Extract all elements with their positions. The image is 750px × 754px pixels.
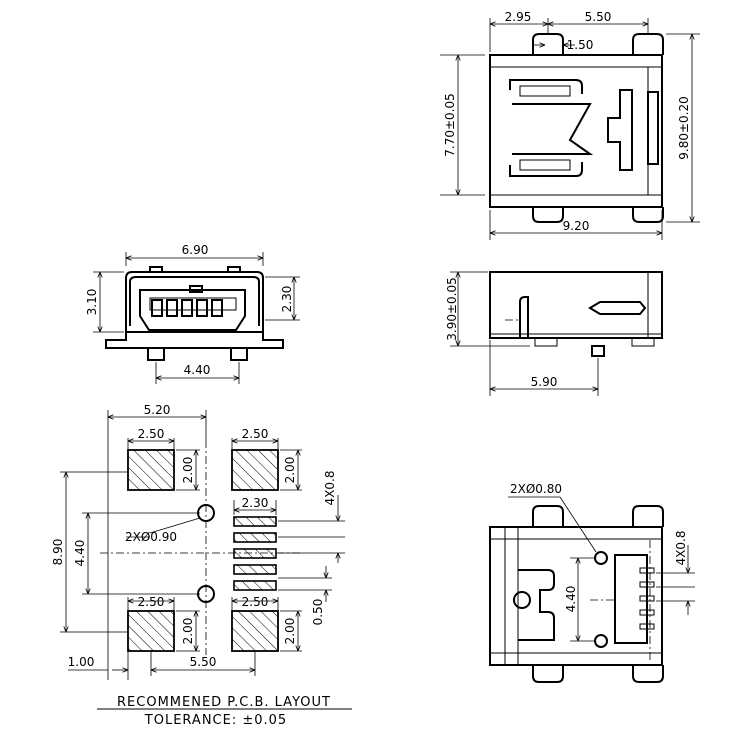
side-dim-3.90: 3.90±0.05 (445, 277, 459, 341)
pcb-tolerance: TOLERANCE: ±0.05 (144, 713, 287, 728)
front-view: 6.90 3.10 2.30 4.40 (85, 243, 300, 384)
front-view-dimensions (93, 252, 300, 384)
bottom-view: 2XØ0.80 4.40 4X0.8 (489, 482, 695, 683)
pcb-dim-2.30: 2.30 (242, 496, 269, 510)
pcb-dimensions (60, 410, 345, 680)
pcb-layout: 5.20 2.50 2.00 2.50 2.00 4X0.8 2.30 2XØ0… (51, 403, 352, 728)
bottom-view-dimensions (508, 496, 695, 642)
pcb-dim-2.50-tr: 2.50 (242, 427, 269, 441)
pcb-dim-8.90: 8.90 (51, 539, 65, 566)
top-dim-9.20: 9.20 (563, 219, 590, 233)
top-view-body (489, 33, 664, 223)
top-view-dimensions (440, 18, 700, 240)
front-view-body (105, 266, 284, 361)
pcb-dim-2.00-br: 2.00 (283, 618, 297, 645)
pcb-dim-2.50-tl: 2.50 (138, 427, 165, 441)
top-dim-7.70: 7.70±0.05 (443, 93, 457, 157)
pcb-dim-4.40: 4.40 (73, 540, 87, 567)
side-view: 3.90±0.05 5.90 (445, 271, 663, 396)
pcb-layout-title: RECOMMENED P.C.B. LAYOUT (117, 695, 331, 710)
top-dim-2.95: 2.95 (505, 10, 532, 24)
bottom-dim-4x0.8: 4X0.8 (674, 531, 688, 566)
side-view-body (489, 271, 663, 357)
pcb-dim-0.50: 0.50 (311, 599, 325, 626)
bottom-dim-4.40: 4.40 (564, 586, 578, 613)
front-dim-3.10: 3.10 (85, 289, 99, 316)
pcb-dim-2.00-tl: 2.00 (181, 457, 195, 484)
side-dim-5.90: 5.90 (531, 375, 558, 389)
pcb-dim-2.50-bl: 2.50 (138, 595, 165, 609)
pcb-dim-1.00: 1.00 (68, 655, 95, 669)
top-view: 2.95 5.50 1.50 7.70±0.05 9.80±0.20 9.20 (440, 10, 700, 240)
pcb-dim-5.20: 5.20 (144, 403, 171, 417)
side-view-dimensions (450, 271, 599, 396)
front-dim-4.40: 4.40 (184, 363, 211, 377)
top-dim-9.80: 9.80±0.20 (677, 96, 691, 160)
pcb-dim-2.00-bl: 2.00 (181, 618, 195, 645)
pcb-dim-5.50: 5.50 (190, 655, 217, 669)
bottom-view-body (489, 505, 664, 683)
top-dim-1.50: 1.50 (567, 38, 594, 52)
pcb-dim-2.50-br: 2.50 (242, 595, 269, 609)
pcb-pads (100, 440, 300, 655)
bottom-dim-hole-dia: 2XØ0.80 (510, 482, 562, 496)
pcb-dim-hole-dia: 2XØ0.90 (125, 530, 177, 544)
front-dim-2.30: 2.30 (280, 286, 294, 313)
top-dim-5.50: 5.50 (585, 10, 612, 24)
pcb-dim-2.00-tr: 2.00 (283, 457, 297, 484)
pcb-dim-4x0.8: 4X0.8 (323, 471, 337, 506)
front-dim-6.90: 6.90 (182, 243, 209, 257)
